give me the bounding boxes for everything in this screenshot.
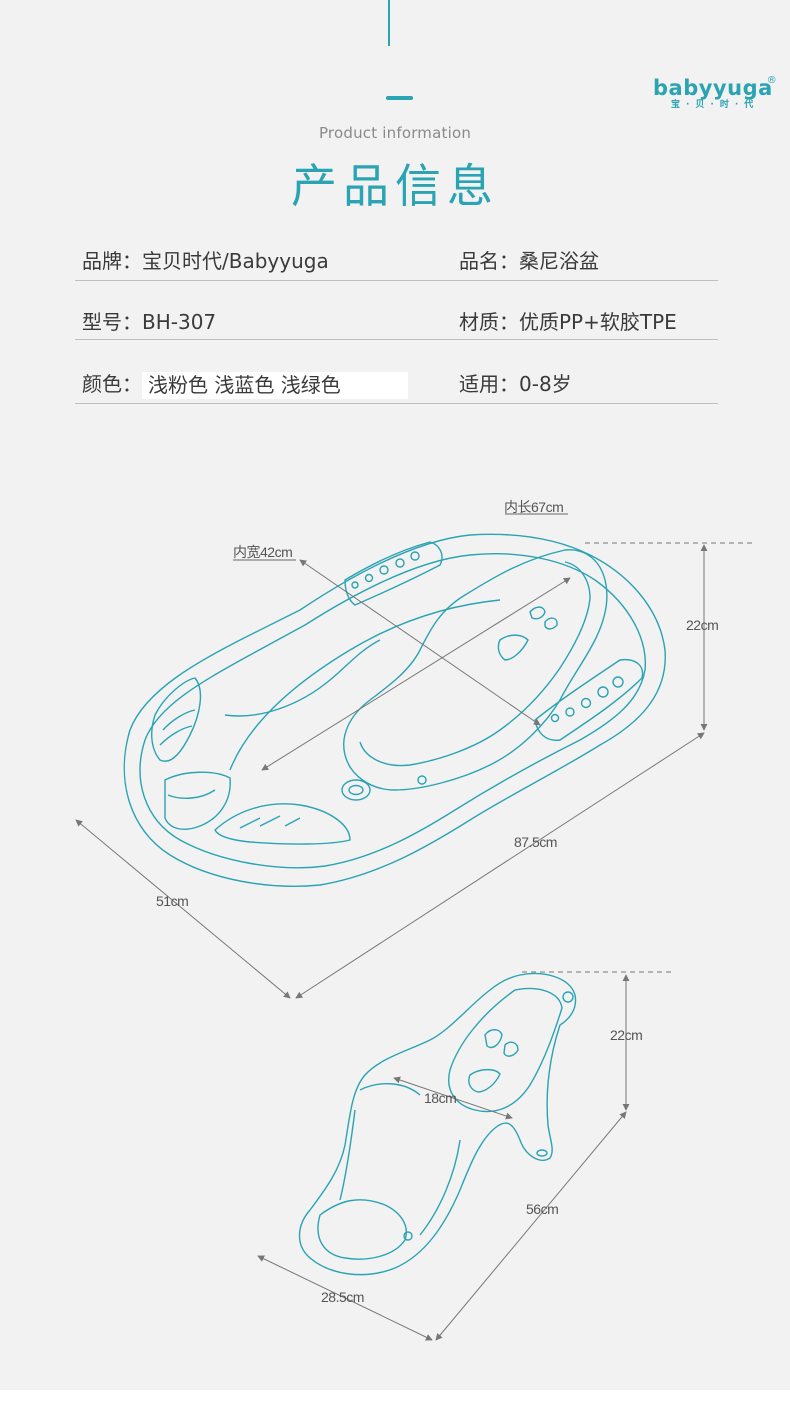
- top-accent-line: [388, 0, 390, 46]
- spec-model-value: BH-307: [142, 310, 217, 334]
- logo-registered-mark: ®: [766, 75, 777, 86]
- dim-seat-length: 56cm: [526, 1201, 558, 1217]
- section-subtitle: Product information: [318, 124, 472, 142]
- row-divider: [75, 280, 718, 281]
- spec-age: 适用：0-8岁: [459, 368, 572, 397]
- brand-logo: babyyuga ® 宝·贝·时·代: [653, 75, 778, 117]
- spec-age-label: 适用：: [459, 372, 519, 396]
- section-title: 产品信息: [291, 159, 499, 213]
- row-divider: [75, 339, 718, 340]
- dim-inner-length: 内长67cm: [504, 499, 563, 515]
- spec-color-label: 颜色：: [82, 372, 142, 396]
- spec-name-label: 品名：: [459, 249, 519, 273]
- spec-brand-value: 宝贝时代/Babyyuga: [142, 249, 329, 273]
- dim-tub-width: 51cm: [156, 893, 188, 909]
- product-dimension-diagram: 内长67cm 内宽42cm 22cm 87.5cm 51cm 22cm 18cm…: [75, 499, 752, 1341]
- spec-brand-label: 品牌：: [82, 249, 142, 273]
- bath-seat-drawing: [298, 972, 577, 1276]
- dim-tub-height: 22cm: [686, 617, 718, 633]
- spec-name: 品名：桑尼浴盆: [459, 245, 599, 274]
- spec-material: 材质：优质PP+软胶TPE: [459, 306, 677, 335]
- bathtub-dimension-lines: [75, 513, 752, 999]
- spec-material-label: 材质：: [459, 310, 519, 334]
- spec-color: 颜色：浅粉色 浅蓝色 浅绿色: [82, 368, 408, 399]
- seat-dimension-lines: [257, 971, 673, 1341]
- spec-age-value: 0-8岁: [519, 372, 572, 396]
- logo-subtext: 宝·贝·时·代: [671, 100, 760, 110]
- bottom-band: [0, 1390, 790, 1404]
- dim-inner-width: 内宽42cm: [233, 544, 292, 560]
- bathtub-drawing: [123, 533, 666, 887]
- spec-model: 型号：BH-307: [82, 306, 216, 335]
- row-divider: [75, 403, 718, 404]
- accent-dash: [386, 96, 413, 100]
- dim-seat-inner-width: 18cm: [424, 1090, 456, 1106]
- spec-model-label: 型号：: [82, 310, 142, 334]
- dim-tub-length: 87.5cm: [514, 834, 557, 850]
- spec-name-value: 桑尼浴盆: [519, 249, 599, 273]
- spec-color-value: 浅粉色 浅蓝色 浅绿色: [142, 372, 408, 399]
- spec-brand: 品牌：宝贝时代/Babyyuga: [82, 245, 329, 274]
- spec-material-value: 优质PP+软胶TPE: [519, 310, 677, 334]
- dim-seat-height: 22cm: [610, 1027, 642, 1043]
- dim-seat-width: 28.5cm: [321, 1289, 364, 1305]
- logo-text: babyyuga: [653, 76, 773, 100]
